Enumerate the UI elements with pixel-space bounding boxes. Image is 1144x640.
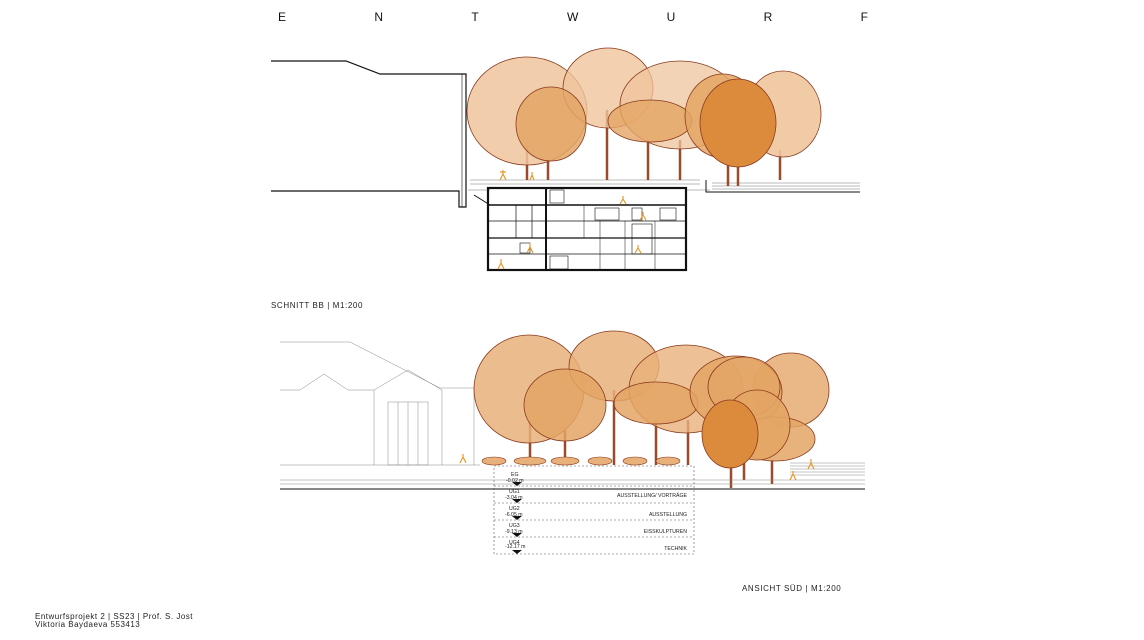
title-letter: F <box>860 10 868 24</box>
level-code: UG1 <box>509 489 520 495</box>
ground-lines-elevation <box>280 462 865 490</box>
people-figures-elevation <box>459 454 815 481</box>
tree-crowns-elevation <box>473 330 830 469</box>
title-letter: E <box>278 10 287 24</box>
level-use: TECHNIK <box>664 546 687 552</box>
underground-levels-box <box>493 465 695 555</box>
elevation-caption: ANSICHT SÜD | M1:200 <box>742 584 842 593</box>
underground-section <box>486 186 688 272</box>
level-code: UG2 <box>509 506 520 512</box>
ground-lines <box>468 179 860 206</box>
footer-author: Viktoria Baydaeva 553413 <box>35 620 141 629</box>
level-use: EISSKULPTUREN <box>644 529 687 535</box>
level-use: AUSSTELLUNG <box>649 512 687 518</box>
title-letter: N <box>374 10 383 24</box>
level-height: -9.13 m <box>505 529 523 535</box>
level-use: AUSSTELLUNG/ VORTRÄGE <box>617 492 687 499</box>
level-markers <box>512 482 522 554</box>
level-code: UG3 <box>509 523 520 529</box>
level-code: UG4 <box>509 540 520 546</box>
title-letter: W <box>566 10 579 24</box>
level-height: -0.02 m <box>506 478 524 484</box>
people-figures-section <box>497 170 647 270</box>
level-height: -12.17 m <box>505 544 525 550</box>
title-letter: R <box>763 10 773 24</box>
section-caption: SCHNITT BB | M1:200 <box>271 301 364 310</box>
bushes <box>481 456 681 466</box>
existing-building-section <box>271 60 467 208</box>
title-letter: T <box>471 10 479 24</box>
level-labels: EG -0.02 m UG1 -3.04 m AUSSTELLUNG/ VORT… <box>505 472 688 552</box>
level-height: -3.04 m <box>505 495 523 501</box>
level-code: EG <box>511 472 519 478</box>
title-letter: U <box>666 10 676 24</box>
level-height: -6.05 m <box>505 512 523 518</box>
footer-project: Entwurfsprojekt 2 | SS23 | Prof. S. Jost <box>35 612 193 621</box>
existing-building-elevation <box>280 341 480 466</box>
title-letters: E N T W U R F <box>278 10 868 24</box>
tree-crowns-section <box>466 47 822 168</box>
